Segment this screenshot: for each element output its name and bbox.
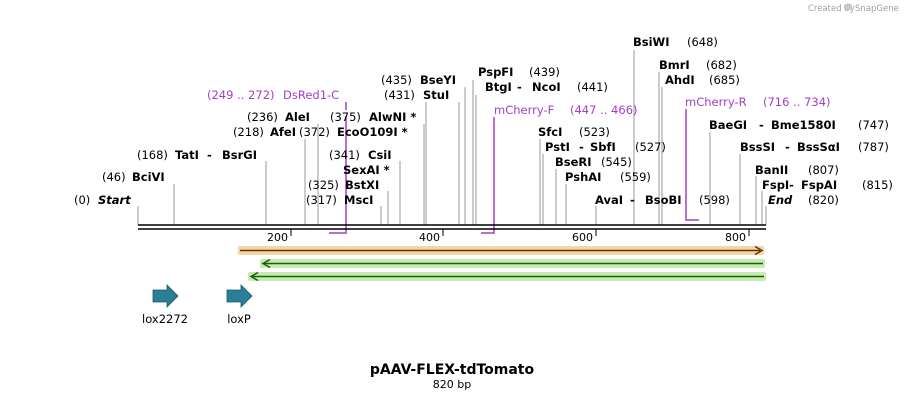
site-17-name[interactable]: BseRI [555, 155, 592, 169]
axis-tick-400: 400 [419, 231, 440, 244]
site-2-sep: - [207, 148, 212, 162]
site-11-name[interactable]: StuI [423, 88, 449, 102]
site-16-pos: (527) [635, 140, 666, 154]
site-22-pos: (685) [709, 73, 740, 87]
feature-lox2272-label: lox2272 [142, 312, 188, 326]
site-27-name[interactable]: End [768, 193, 793, 207]
feature-bars [238, 245, 766, 282]
site-11-pos: (431) [384, 88, 415, 102]
site-23-sep: - [759, 118, 764, 132]
primer-mcherryf-name[interactable]: mCherry-F [494, 103, 554, 117]
site-26-sep: - [789, 178, 794, 192]
site-23-name[interactable]: BaeGI [709, 118, 747, 132]
primer-mcherryr-range: (716 .. 734) [763, 95, 831, 109]
primer-lines [329, 102, 699, 234]
axis-tick-600: 600 [572, 231, 593, 244]
site-16-sep: - [579, 140, 584, 154]
site-24-sep: - [785, 140, 790, 154]
site-12-pos: (435) [381, 73, 412, 87]
site-26-pos: (815) [862, 178, 893, 192]
lox2272-arrow-icon[interactable] [152, 284, 179, 308]
site-19-alt[interactable]: BsoBI [645, 193, 682, 207]
site-24-name[interactable]: BssSI [740, 140, 775, 154]
site-15-name[interactable]: SfcI [538, 125, 562, 139]
site-13-pos: (439) [529, 65, 560, 79]
site-24-alt[interactable]: BssSαI [797, 140, 840, 154]
site-15-pos: (523) [579, 125, 610, 139]
site-19-pos: (598) [699, 193, 730, 207]
site-25-name[interactable]: BanII [755, 163, 788, 177]
site-7-name[interactable]: CsiI [368, 148, 392, 162]
site-1-name[interactable]: BciVI [132, 170, 165, 184]
site-9-pos: (375) [330, 110, 361, 124]
site-2-alt[interactable]: BsrGI [222, 148, 257, 162]
site-13-name[interactable]: PspFI [478, 65, 513, 79]
site-1-pos: (46) [102, 170, 126, 184]
site-21-pos: (682) [706, 58, 737, 72]
site-5-name[interactable]: MscI [344, 193, 373, 207]
loxp-arrow-icon[interactable] [226, 284, 253, 308]
site-2-pos: (168) [137, 148, 168, 162]
site-17-pos: (545) [601, 155, 632, 169]
site-9-name[interactable]: AlwNI * [369, 110, 416, 124]
primer-mcherryr-name[interactable]: mCherry-R [685, 95, 747, 109]
site-0-name[interactable]: Start [98, 193, 131, 207]
site-4-name[interactable]: AleI [285, 110, 310, 124]
site-20-name[interactable]: BsiWI [633, 35, 670, 49]
plasmid-title: pAAV-FLEX-tdTomato [370, 362, 535, 378]
site-14-alt[interactable]: NcoI [532, 80, 561, 94]
axis-tick-800: 800 [725, 231, 746, 244]
site-8-name[interactable]: EcoO109I * [337, 125, 408, 139]
site-4-pos: (236) [247, 110, 278, 124]
site-23-pos: (747) [858, 118, 889, 132]
site-21-name[interactable]: BmrI [659, 58, 690, 72]
site-3-name[interactable]: AfeI [270, 125, 296, 139]
primer-dsred1c-range: (249 .. 272) [207, 88, 275, 102]
site-24-pos: (787) [858, 140, 889, 154]
sequence-backbone [138, 224, 766, 236]
site-labels: (0) Start (46) BciVI (168) TatI - BsrGI … [74, 35, 893, 207]
site-14-name[interactable]: BtgI [485, 80, 512, 94]
primer-mcherryf-range: (447 .. 466) [570, 103, 638, 117]
site-22-name[interactable]: AhdI [665, 73, 695, 87]
site-10-name[interactable]: SexAI * [343, 163, 390, 177]
site-26-name[interactable]: FspI [762, 178, 789, 192]
site-16-alt[interactable]: SbfI [590, 140, 616, 154]
site-18-pos: (559) [620, 170, 651, 184]
site-6-pos: (325) [308, 178, 339, 192]
primer-dsred1c-name[interactable]: DsRed1-C [283, 88, 339, 102]
site-7-pos: (341) [329, 148, 360, 162]
site-0-pos: (0) [74, 193, 90, 207]
snapgene-logo-icon [844, 3, 852, 11]
primer-labels: (249 .. 272) DsRed1-C mCherry-F (447 .. … [207, 88, 831, 117]
site-6-name[interactable]: BstXI [345, 178, 379, 192]
site-23-alt[interactable]: Bme1580I [771, 118, 836, 132]
site-14-sep: - [517, 80, 522, 94]
site-8-pos: (372) [299, 125, 330, 139]
axis-tick-200: 200 [267, 231, 288, 244]
feature-loxp-label: loxP [227, 312, 251, 326]
site-19-sep: - [630, 193, 635, 207]
site-25-pos: (807) [808, 163, 839, 177]
site-12-name[interactable]: BseYI [420, 73, 456, 87]
site-2-name[interactable]: TatI [175, 148, 199, 162]
brand-text: SnapGene [855, 4, 899, 14]
plasmid-length: 820 bp [433, 378, 471, 391]
site-3-pos: (218) [233, 125, 264, 139]
site-26-alt[interactable]: FspAI [801, 178, 837, 192]
site-14-pos: (441) [577, 80, 608, 94]
site-lines [137, 50, 767, 225]
site-5-pos: (317) [306, 193, 337, 207]
site-19-name[interactable]: AvaI [595, 193, 623, 207]
site-16-name[interactable]: PstI [545, 140, 570, 154]
credit-text: Created by [808, 4, 855, 14]
site-27-pos: (820) [808, 193, 839, 207]
site-20-pos: (648) [687, 35, 718, 49]
site-18-name[interactable]: PshAI [565, 170, 601, 184]
